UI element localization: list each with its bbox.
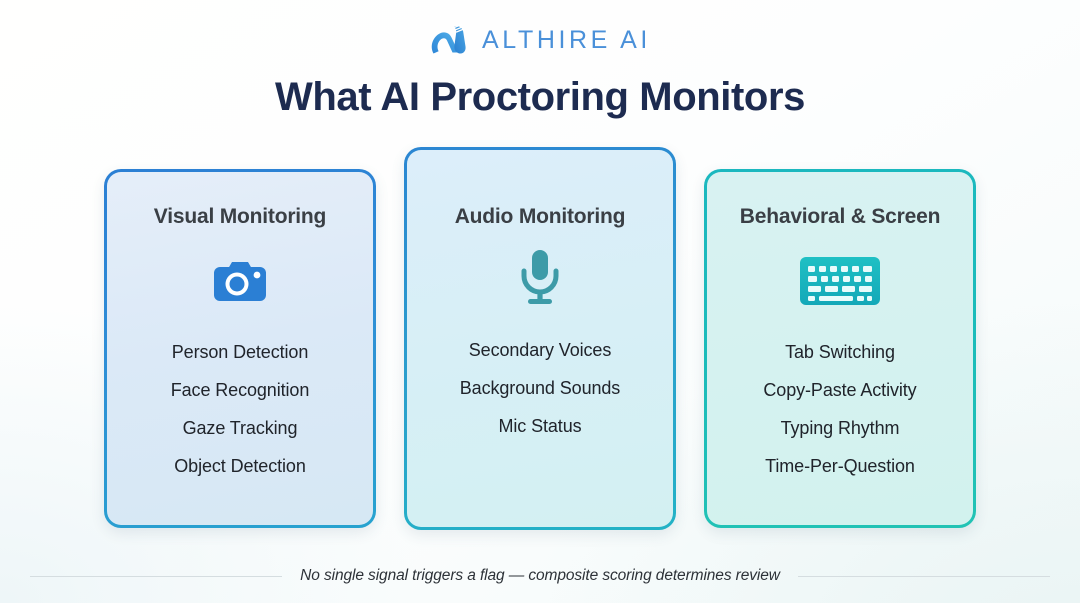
card-item-list: Person Detection Face Recognition Gaze T… bbox=[107, 339, 373, 481]
microphone-icon bbox=[517, 249, 563, 305]
list-item: Background Sounds bbox=[459, 377, 621, 398]
list-item: Mic Status bbox=[498, 415, 582, 436]
card-item-list: Secondary Voices Background Sounds Mic S… bbox=[407, 337, 673, 441]
list-item: Object Detection bbox=[174, 455, 306, 476]
list-item: Time-Per-Question bbox=[765, 455, 915, 476]
divider-right bbox=[797, 575, 1050, 577]
page-title: What AI Proctoring Monitors bbox=[275, 75, 805, 119]
brand-logo: ALTHIRE AI bbox=[0, 20, 1080, 60]
card-title: Visual Monitoring bbox=[153, 205, 327, 228]
card-item-list: Tab Switching Copy-Paste Activity Typing… bbox=[707, 339, 973, 481]
card-title: Audio Monitoring bbox=[454, 205, 626, 228]
list-item: Copy-Paste Activity bbox=[763, 379, 917, 400]
list-item: Secondary Voices bbox=[468, 340, 612, 360]
footer-caption: No single signal triggers a flag — compo… bbox=[0, 567, 1080, 585]
divider-left bbox=[30, 575, 283, 577]
card-title: Behavioral & Screen bbox=[739, 205, 941, 228]
list-item: Typing Rhythm bbox=[780, 417, 900, 438]
list-item: Person Detection bbox=[171, 342, 309, 362]
list-item: Face Recognition bbox=[170, 379, 310, 400]
althire-logo-mark-icon bbox=[431, 23, 466, 54]
keyboard-icon bbox=[800, 253, 880, 309]
camera-icon bbox=[212, 253, 268, 309]
card-behavioral-screen: Behavioral & Screen bbox=[704, 169, 976, 528]
card-audio-monitoring: Audio Monitoring Secondary Voices Backgr… bbox=[404, 147, 676, 530]
footer-text: No single signal triggers a flag — compo… bbox=[300, 567, 780, 584]
brand-wordmark: ALTHIRE AI bbox=[482, 25, 651, 54]
list-item: Gaze Tracking bbox=[182, 417, 298, 438]
card-visual-monitoring: Visual Monitoring Person Detection Face … bbox=[104, 169, 376, 528]
list-item: Tab Switching bbox=[785, 342, 895, 362]
